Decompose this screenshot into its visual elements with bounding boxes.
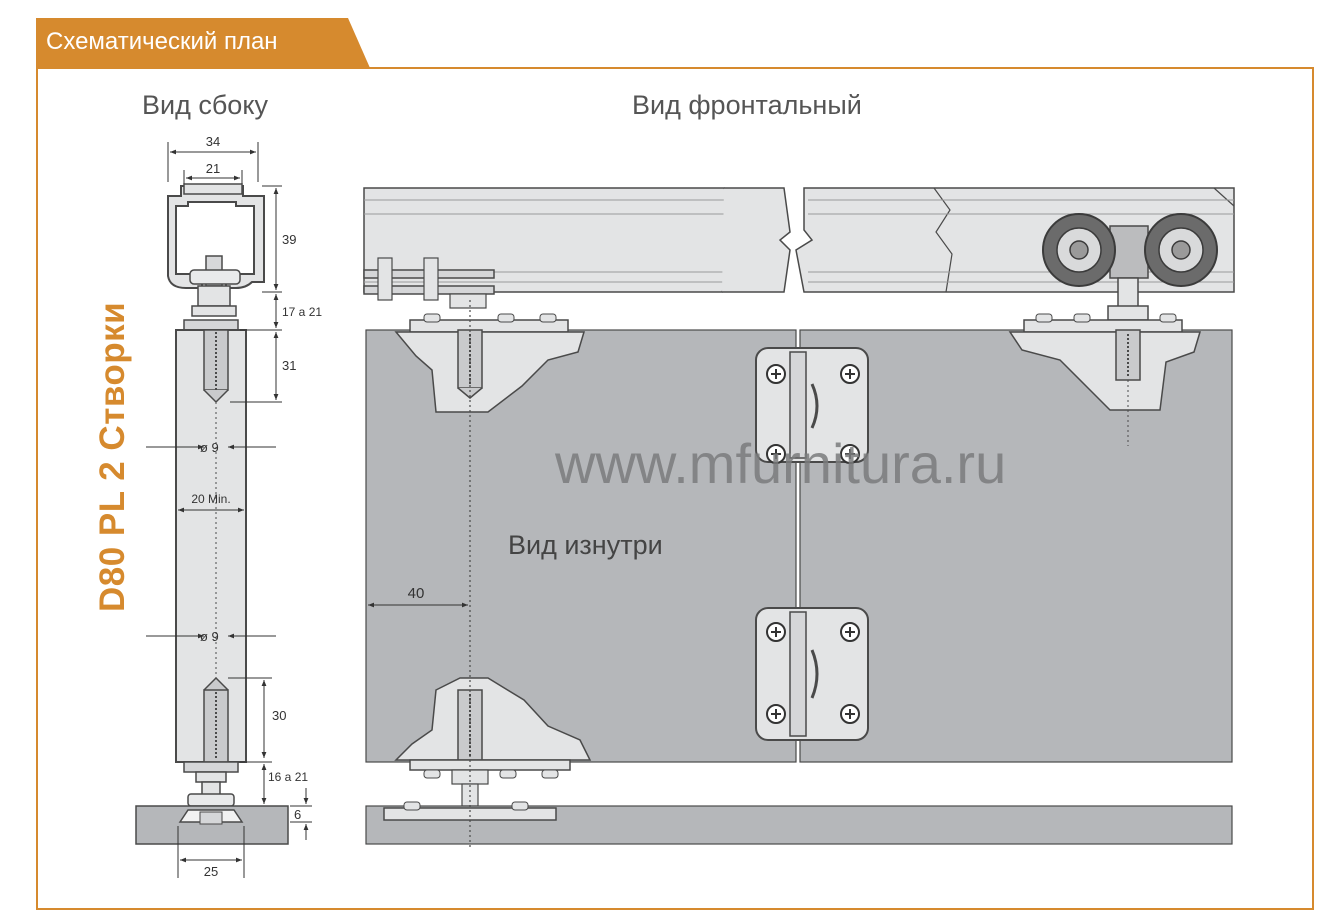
side-rail-profile [167, 185, 265, 289]
dim-bottom-depth: 30 [272, 708, 286, 723]
dim-drill-bottom: ø 9 [200, 629, 219, 644]
dim-top-gap: 17 a 21 [282, 305, 322, 319]
dim-offset: 40 [408, 585, 425, 602]
watermark: www.mfurnitura.ru [554, 432, 1006, 495]
section-tab: Схематический план [36, 18, 372, 68]
trolley-wheels [1042, 213, 1218, 321]
side-view-title: Вид сбоку [142, 90, 268, 120]
dim-drill-top: ø 9 [200, 440, 219, 455]
inside-view-title: Вид изнутри [508, 530, 663, 560]
dim-bottom-gap: 16 a 21 [268, 770, 308, 784]
section-title: Схематический план [46, 28, 278, 55]
dim-panel-min: 20 Min. [191, 492, 230, 506]
diagram-frame [36, 67, 1314, 910]
dim-rail-width: 34 [206, 134, 220, 149]
dim-top-depth: 31 [282, 358, 296, 373]
section-tab-shape [36, 18, 370, 68]
hinge-top [755, 347, 869, 464]
dim-rail-slot: 21 [206, 161, 220, 176]
dim-guide-height: 6 [294, 807, 301, 822]
top-bracket-left [394, 313, 586, 413]
top-bracket-right [1008, 313, 1202, 446]
front-rail-left [363, 187, 791, 293]
side-view: 34 21 39 17 a 21 31 ø 9 20 Min. ø 9 30 1… [135, 134, 322, 879]
front-view: 40 Вид изнутри www.mfurnitura.ru [363, 187, 1235, 850]
dim-guide-width: 25 [204, 864, 218, 879]
hinge-bottom [755, 607, 869, 741]
front-view-title: Вид фронтальный [632, 90, 862, 120]
dim-rail-height: 39 [282, 232, 296, 247]
